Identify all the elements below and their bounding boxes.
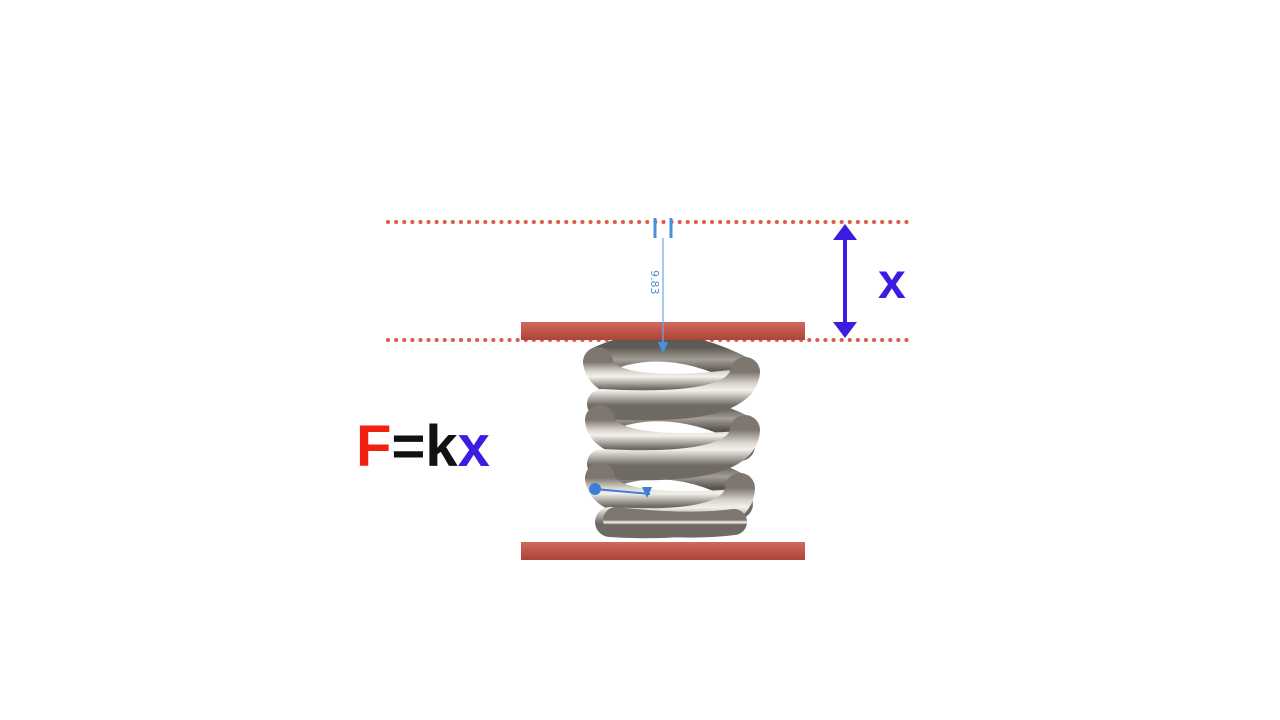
dimension-annotation: 9.83: [648, 218, 673, 354]
spring: [583, 333, 760, 539]
equation-displacement: x: [458, 414, 490, 479]
hookes-law-equation: F=kx: [356, 414, 490, 479]
dimension-value: 9.83: [648, 270, 661, 295]
displacement-label: x: [878, 253, 906, 309]
displacement-arrow: [833, 224, 857, 338]
equation-force: F: [356, 414, 391, 479]
equation-equals: =: [391, 414, 425, 479]
equation-constant: k: [425, 414, 458, 479]
bottom-plate: [521, 542, 805, 560]
coil-marker: [589, 483, 652, 498]
